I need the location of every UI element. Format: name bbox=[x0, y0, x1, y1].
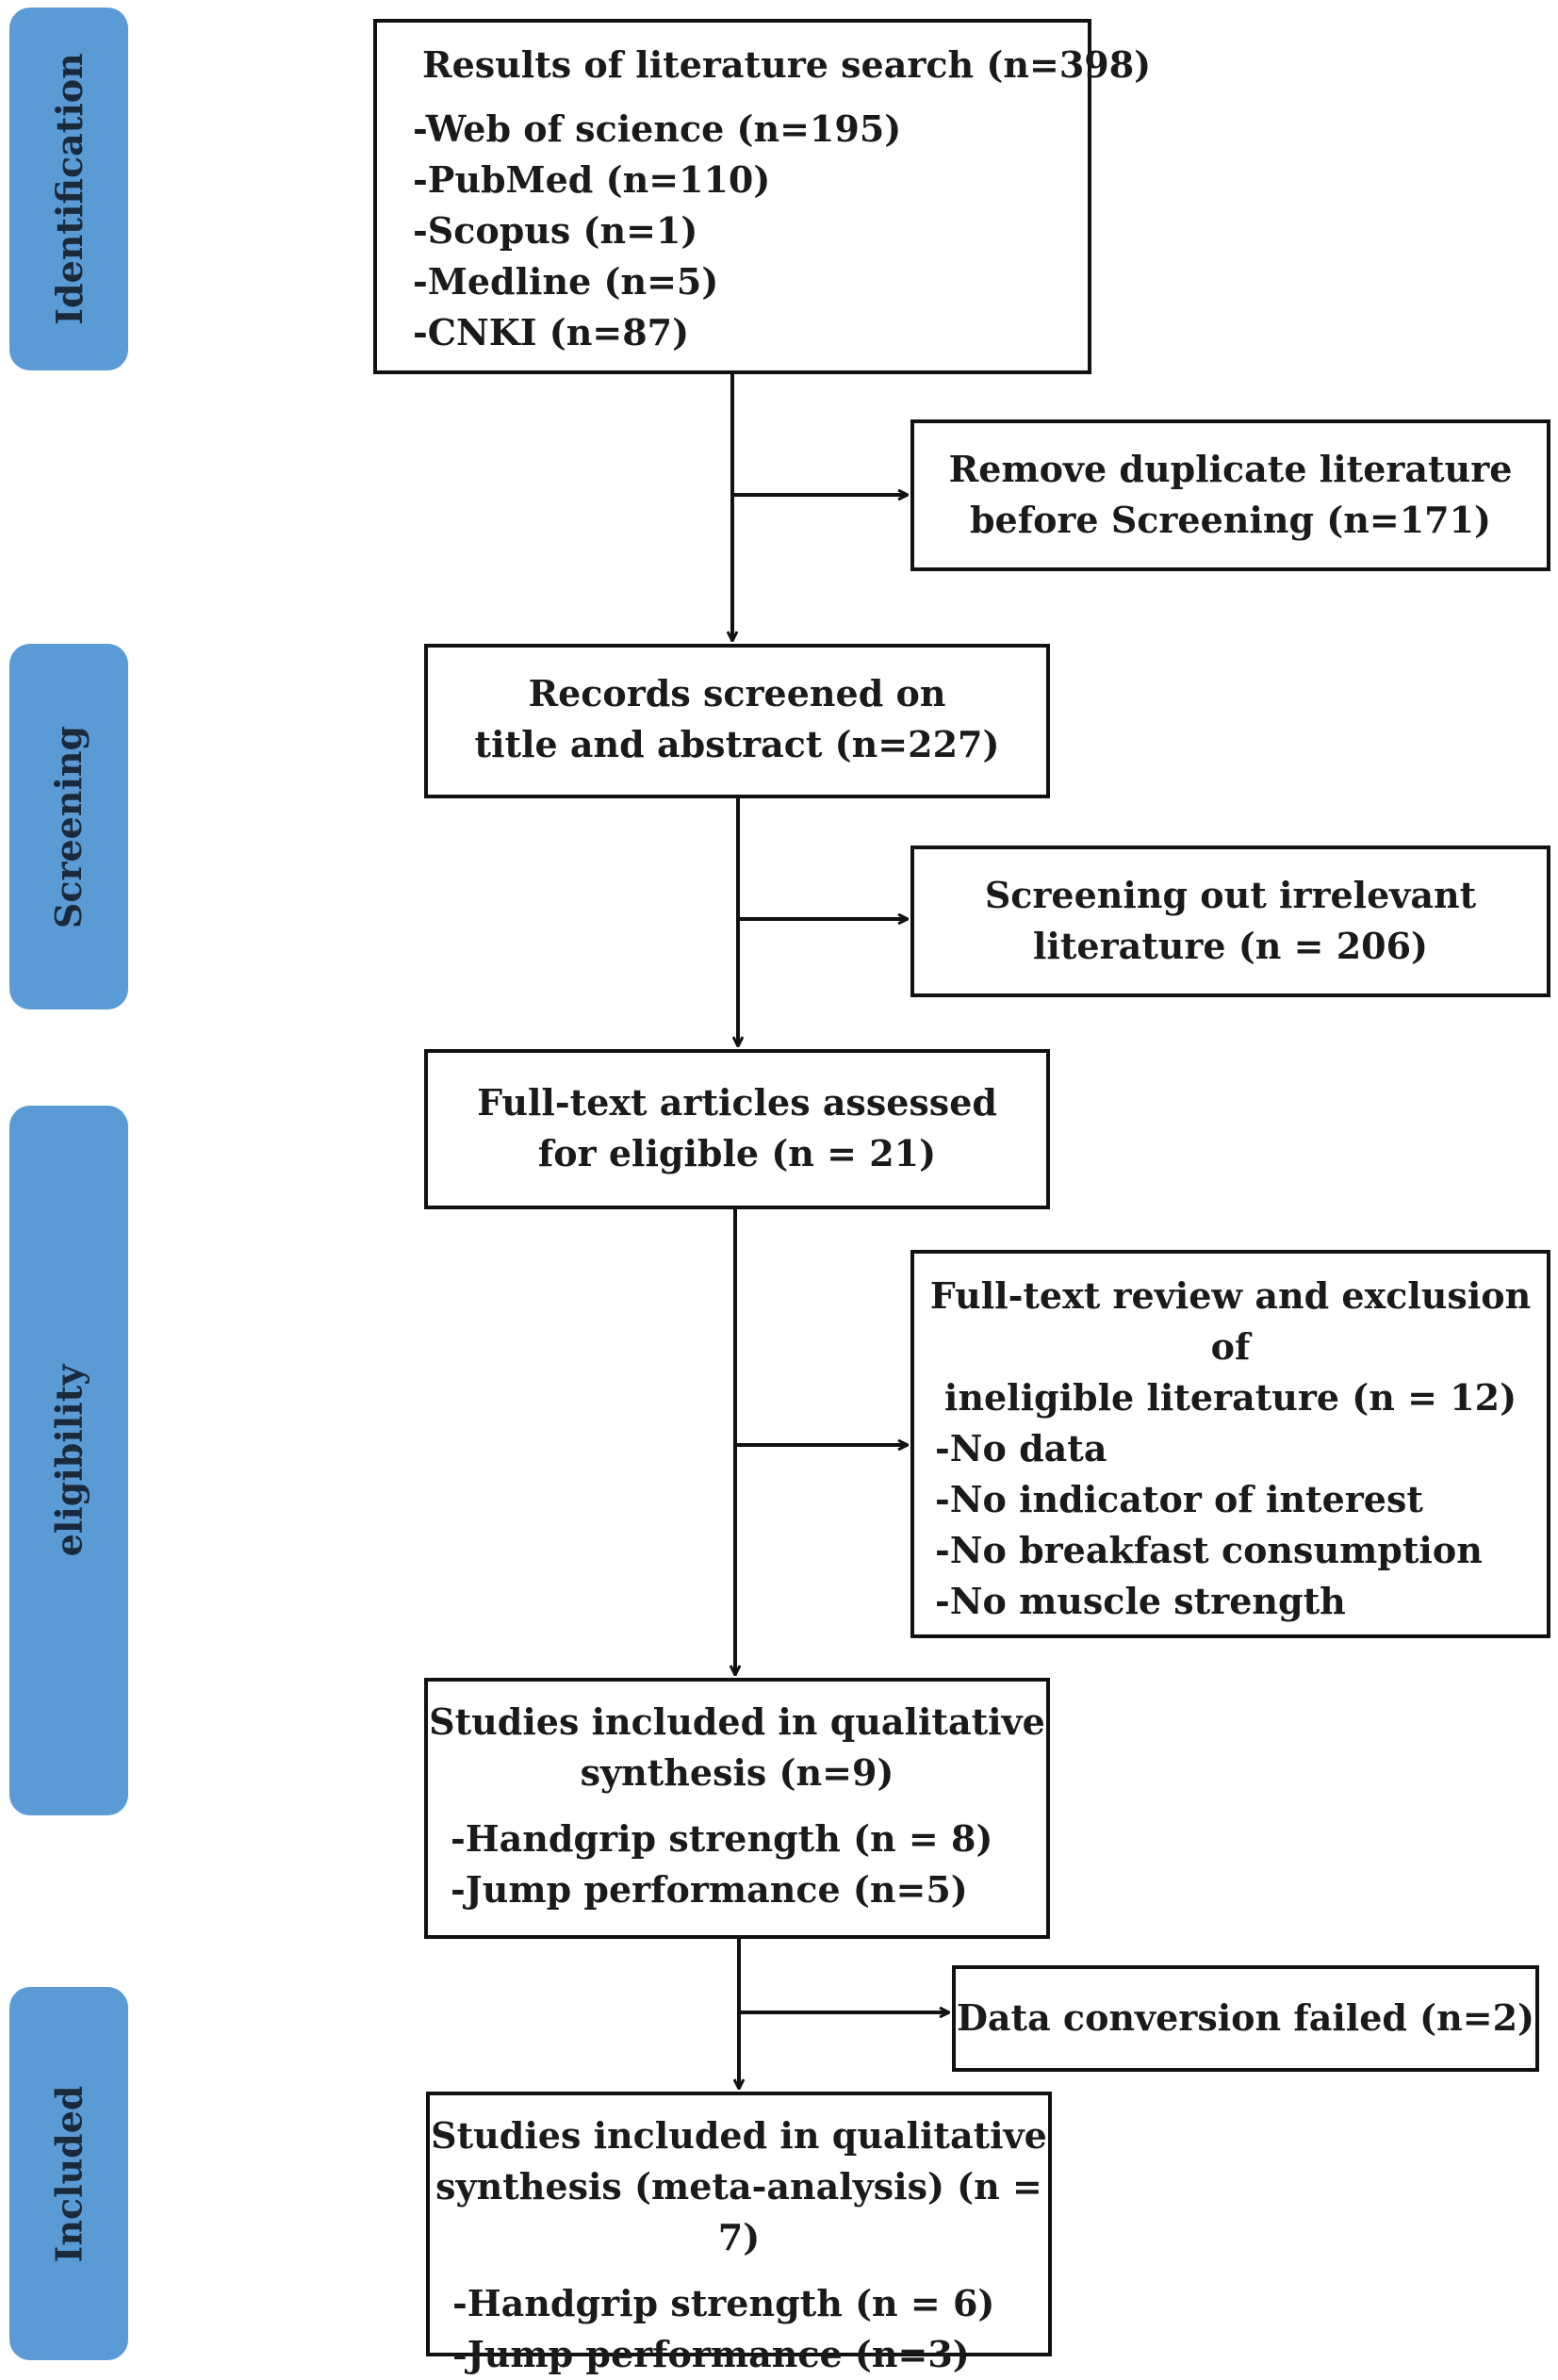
box-line: synthesis (meta-analysis) (n = 7) bbox=[435, 2165, 1042, 2258]
box-line: literature (n = 206) bbox=[1032, 925, 1429, 967]
irrelevant-box: Screening out irrelevant literature (n =… bbox=[910, 845, 1550, 997]
exclusion-reason: -No breakfast consumption bbox=[935, 1529, 1483, 1571]
fulltext-box: Full-text articles assessed for eligible… bbox=[424, 1049, 1050, 1209]
meta-analysis-box: Studies included in qualitative synthesi… bbox=[426, 2092, 1052, 2375]
box-line: Records screened on bbox=[528, 672, 946, 714]
source-item: -Scopus (n=1) bbox=[413, 209, 698, 252]
duplicates-box: Remove duplicate literature before Scree… bbox=[910, 419, 1550, 571]
box-line: Studies included in qualitative bbox=[429, 1700, 1045, 1743]
box-line: synthesis (n=9) bbox=[580, 1751, 894, 1794]
box-line: Screening out irrelevant bbox=[984, 874, 1477, 916]
exclusion-reason: -No data bbox=[935, 1427, 1107, 1469]
outcome-item: -Jump performance (n=3) bbox=[452, 2333, 970, 2375]
exclusion-reason: -No indicator of interest bbox=[935, 1478, 1423, 1520]
outcome-item: -Handgrip strength (n = 8) bbox=[451, 1817, 993, 1860]
box-line: Data conversion failed (n=2) bbox=[956, 1996, 1535, 2039]
phase-screening: Screening bbox=[9, 644, 128, 1009]
outcome-item: -Handgrip strength (n = 6) bbox=[452, 2282, 995, 2324]
qualitative-box: Studies included in qualitative synthesi… bbox=[424, 1678, 1050, 1939]
excluded-box: Full-text review and exclusion of inelig… bbox=[910, 1250, 1550, 1638]
source-item: -CNKI (n=87) bbox=[413, 311, 690, 353]
box-line: for eligible (n = 21) bbox=[537, 1132, 937, 1174]
source-item: -Web of science (n=195) bbox=[413, 107, 902, 150]
outcome-item: -Jump performance (n=5) bbox=[451, 1868, 968, 1911]
box-line: Remove duplicate literature bbox=[948, 448, 1513, 490]
box-line: Full-text review and exclusion of bbox=[929, 1274, 1532, 1368]
box-line: Studies included in qualitative bbox=[431, 2114, 1047, 2157]
phase-included: Included bbox=[9, 1987, 128, 2360]
conversion-failed-box: Data conversion failed (n=2) bbox=[952, 1965, 1539, 2072]
box-line: Full-text articles assessed bbox=[477, 1081, 997, 1124]
search-results-box: Results of literature search (n=398) -We… bbox=[373, 19, 1152, 374]
screened-box: Records screened on title and abstract (… bbox=[424, 644, 1050, 798]
phase-identification: Identification bbox=[9, 8, 128, 370]
phase-eligibility: eligibility bbox=[9, 1106, 128, 1815]
source-item: -Medline (n=5) bbox=[413, 260, 719, 303]
exclusion-reason: -No muscle strength bbox=[935, 1580, 1346, 1622]
box-line: ineligible literature (n = 12) bbox=[943, 1376, 1517, 1419]
box-title: Results of literature search (n=398) bbox=[422, 43, 1152, 86]
box-line: before Screening (n=171) bbox=[969, 499, 1492, 541]
box-line: title and abstract (n=227) bbox=[474, 723, 1000, 765]
source-item: -PubMed (n=110) bbox=[413, 158, 771, 201]
